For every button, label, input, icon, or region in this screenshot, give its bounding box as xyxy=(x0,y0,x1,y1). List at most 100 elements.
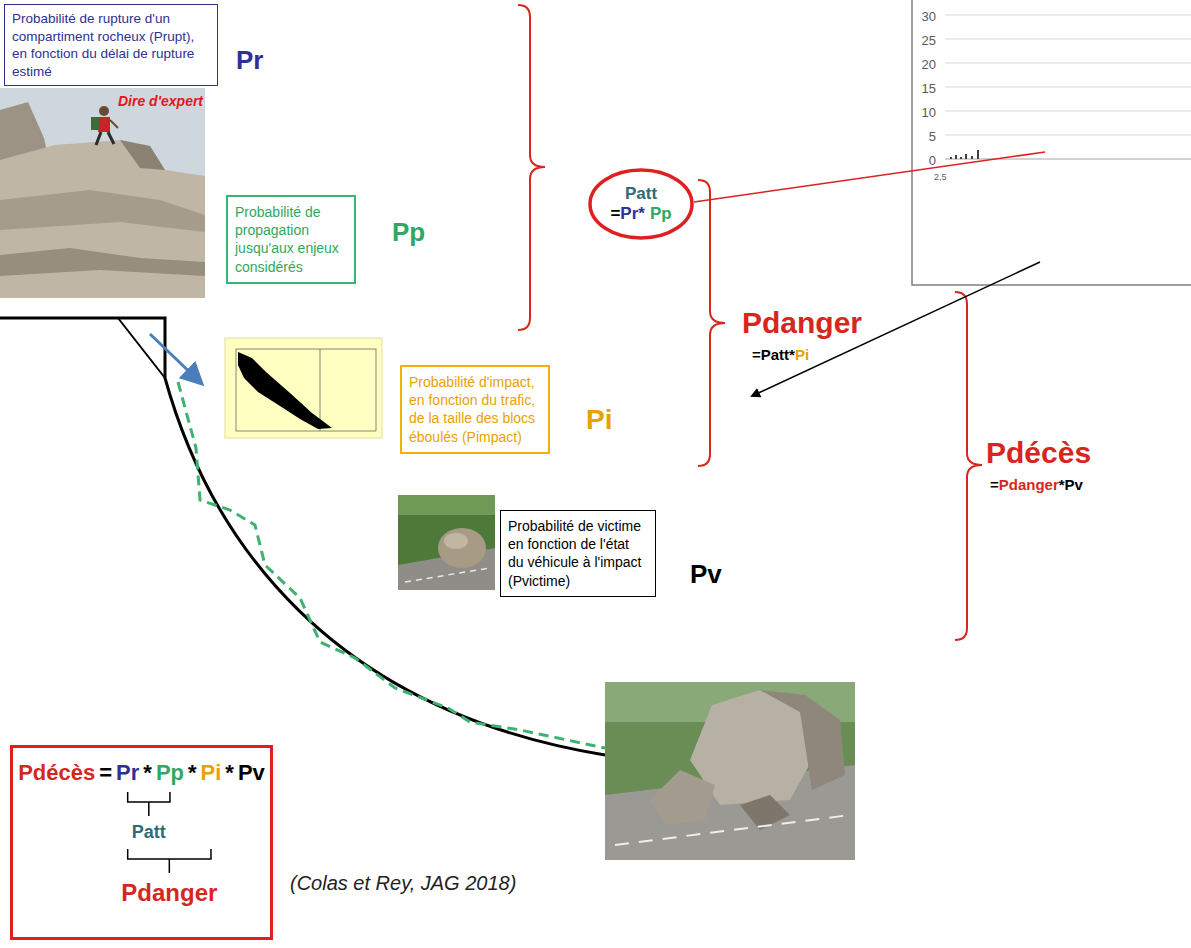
formula-term: Pdanger xyxy=(999,476,1059,493)
label-anchor: Pdanger xyxy=(742,306,862,341)
debris xyxy=(740,795,790,830)
bracket xyxy=(518,5,545,330)
impact-box: Probabilité d'impact, en fonction du tra… xyxy=(400,365,550,454)
source-caption: (Colas et Rey, JAG 2018) xyxy=(290,872,516,894)
bracket xyxy=(128,792,211,873)
rock-shadow xyxy=(120,140,165,170)
axis-tick: 10 xyxy=(922,105,936,120)
road-marking xyxy=(615,815,850,845)
ellipse-line: =Pr* Pp xyxy=(610,204,671,224)
gridline xyxy=(945,87,1191,88)
label-anchor: Dire d'expert xyxy=(118,92,203,110)
formula-term: Pp xyxy=(650,204,672,223)
bar xyxy=(960,157,962,159)
chart-bars xyxy=(950,150,979,159)
gridline xyxy=(945,63,1191,64)
label-anchor: 20 xyxy=(914,55,936,73)
label-anchor: (Colas et Rey, JAG 2018) xyxy=(290,872,516,895)
propagation-box: Probabilité de propagation jusqu'aux enj… xyxy=(226,195,356,284)
bar xyxy=(977,150,979,159)
climber-leg xyxy=(108,132,114,144)
bar xyxy=(955,155,957,159)
gridline xyxy=(945,39,1191,40)
label-anchor: Pr xyxy=(236,46,263,76)
bracket xyxy=(698,180,725,466)
gridlines xyxy=(945,15,1191,135)
patt-ellipse: Patt =Pr* Pp xyxy=(588,168,694,240)
boulder xyxy=(650,770,715,825)
label-anchor: Pdanger xyxy=(999,476,1059,494)
boulder xyxy=(760,690,845,790)
chart-inset xyxy=(912,0,1191,285)
variable-label: Pv xyxy=(690,559,722,589)
label-anchor: Pdécès xyxy=(986,436,1091,471)
formula-term: Patt xyxy=(625,184,657,203)
label-anchor: =Patt* xyxy=(752,346,795,364)
label-anchor: 5 xyxy=(914,127,936,145)
label-anchor: 2,5 xyxy=(934,166,947,184)
axis-tick: 30 xyxy=(922,9,936,24)
climber-bag xyxy=(91,117,99,130)
gridline xyxy=(945,15,1191,16)
variable-label: Pr xyxy=(236,45,263,75)
axis-tick: 15 xyxy=(922,81,936,96)
plot-frame xyxy=(236,349,376,431)
ellipse-shape xyxy=(590,170,692,238)
formula-line: Pdécès=Pr*Pp*Pi*Pv xyxy=(13,748,270,786)
sky xyxy=(0,88,205,298)
formula-term: Pdanger xyxy=(121,879,217,907)
formula-term: Pi xyxy=(201,760,222,786)
ellipse-line: Patt xyxy=(625,184,657,204)
formula-row: Pdécès=Pr*Pp*Pi*Pv xyxy=(18,760,265,786)
rockfall-photo xyxy=(605,682,855,860)
label-anchor: 30 xyxy=(914,7,936,25)
plot-ground xyxy=(225,338,382,438)
box-text: Probabilité de rupture d'un compartiment… xyxy=(12,10,210,80)
label-anchor: 0 xyxy=(914,151,936,169)
box-text: Probabilité de propagation jusqu'aux enj… xyxy=(235,203,347,276)
ellipse-content: Patt =Pr* Pp xyxy=(588,168,694,240)
bar xyxy=(965,154,967,159)
plot-line xyxy=(320,349,321,431)
climber-body xyxy=(98,117,110,132)
formula-term: Patt xyxy=(132,822,166,843)
formula-term: =Patt* xyxy=(752,346,795,363)
photo-caption: Dire d'expert xyxy=(118,93,203,109)
formula-term: Pr* xyxy=(620,204,645,223)
compartment-line xyxy=(118,318,165,378)
label-anchor: Pi xyxy=(586,404,612,436)
label-anchor: 10 xyxy=(914,103,936,121)
box-text: Probabilité d'impact, en fonction du tra… xyxy=(409,373,541,446)
axis-tick: 20 xyxy=(922,57,936,72)
rupture-box: Probabilité de rupture d'un compartiment… xyxy=(4,4,218,86)
chart-frame xyxy=(912,0,1191,285)
plot-envelope xyxy=(238,352,332,429)
rock xyxy=(0,140,205,298)
rock-strata xyxy=(0,190,205,232)
victim-box: Probabilité de victime en fonction de l'… xyxy=(500,510,656,597)
rupture-arrow xyxy=(150,334,200,382)
trees xyxy=(398,495,495,590)
label-anchor: Pp xyxy=(392,218,425,248)
trees xyxy=(398,495,495,515)
label-anchor: Pi xyxy=(795,346,809,364)
formula-term: = xyxy=(990,476,999,493)
label-anchor: Pv xyxy=(690,560,722,590)
formula-term: = xyxy=(99,760,112,786)
label-anchor: 15 xyxy=(914,79,936,97)
climber-arm xyxy=(110,120,118,128)
bar xyxy=(971,156,973,159)
road-photo xyxy=(398,495,495,590)
variable-label: Pdanger xyxy=(742,306,862,339)
axis-tick: 25 xyxy=(922,33,936,48)
boulder-light xyxy=(444,533,468,549)
variable-label: Pi xyxy=(586,404,612,435)
label-anchor: *Pv xyxy=(1059,476,1083,494)
chart-axis xyxy=(945,159,1191,160)
axis-tick: 5 xyxy=(929,129,936,144)
leader-line xyxy=(694,152,1045,202)
formula-term: = xyxy=(610,204,620,223)
formula-term: * xyxy=(225,760,234,786)
formula-term: Pv xyxy=(238,760,265,786)
formula-term: *Pv xyxy=(1059,476,1083,493)
